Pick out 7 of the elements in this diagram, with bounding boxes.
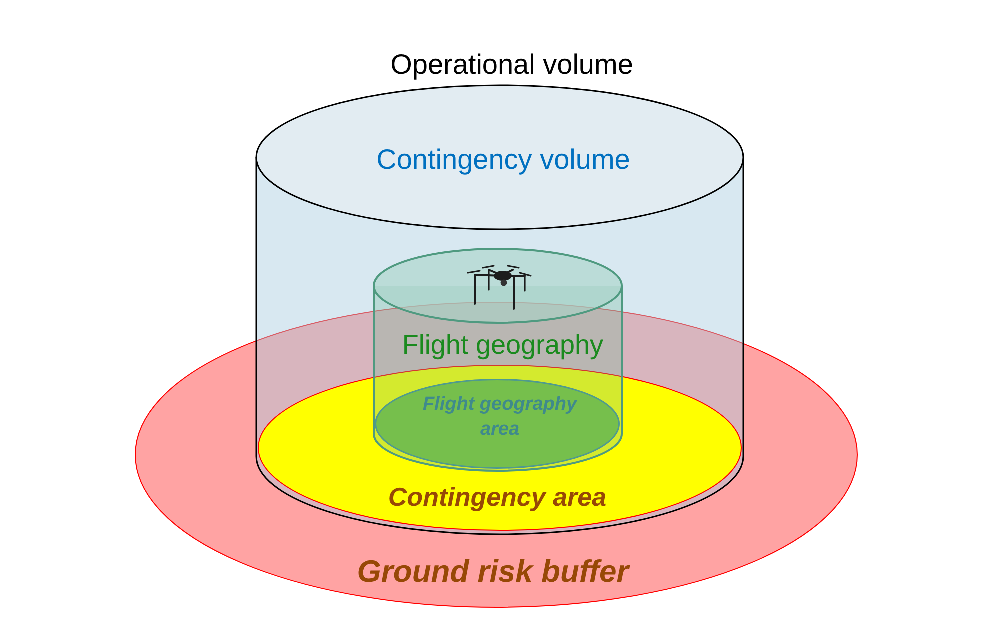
zone-label: Contingency volume [376, 144, 630, 176]
zone-label: Ground risk buffer [357, 554, 629, 590]
heading: Operational volume [390, 48, 634, 82]
base-ellipse [375, 379, 620, 469]
zone-label: Flight geography area [422, 393, 579, 442]
zone-label: Flight geography [402, 329, 604, 361]
zone-label: Contingency area [388, 482, 607, 512]
